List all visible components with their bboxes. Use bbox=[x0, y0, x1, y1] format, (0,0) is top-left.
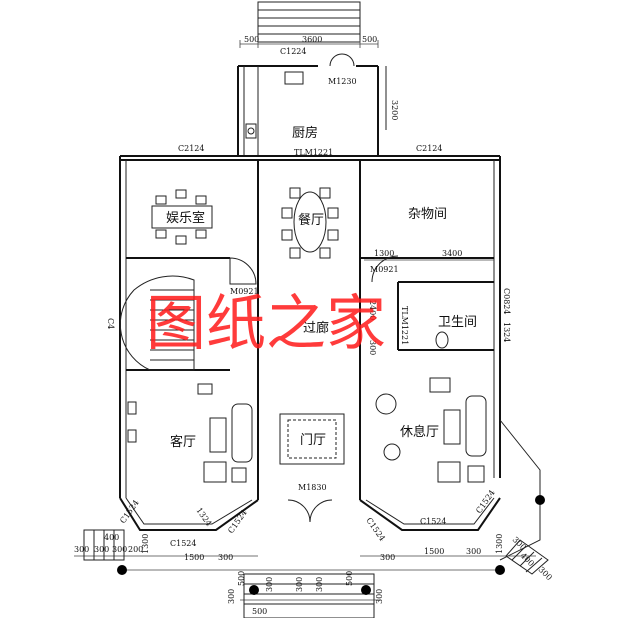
foyer-mat bbox=[279, 413, 345, 465]
room-dining: 餐厅 bbox=[298, 212, 324, 228]
code-bath-door: M0921 bbox=[370, 265, 399, 274]
room-lounge: 休息厅 bbox=[400, 424, 439, 440]
code-side-right: 1324 bbox=[502, 322, 511, 342]
dim-top-right: 500 bbox=[362, 35, 377, 44]
dim-bottom-left-5: 200 bbox=[128, 545, 143, 554]
top-dimension-line: 500 3600 500 bbox=[239, 35, 379, 48]
room-bathroom: 卫生间 bbox=[438, 315, 477, 330]
dim-bottom-left-7: 300 bbox=[218, 553, 233, 562]
watermark-text: 图纸之家 bbox=[146, 289, 386, 359]
dim-bottom-right-3: 300 bbox=[466, 547, 481, 556]
dim-bottom-right-1: 300 bbox=[380, 553, 395, 562]
code-bay-right-a: C1524 bbox=[364, 516, 387, 543]
column-dots bbox=[117, 495, 545, 595]
dim-bath-left: 1300 bbox=[374, 249, 394, 258]
dim-porch-2: 300 bbox=[265, 577, 274, 592]
room-foyer: 门厅 bbox=[300, 433, 326, 448]
dim-porch-6: 300 bbox=[227, 589, 236, 604]
dim-bottom-left-6: 1500 bbox=[184, 553, 204, 562]
code-left-side-window: C4 bbox=[106, 318, 115, 329]
dim-bath-h1: 2400 bbox=[368, 300, 377, 320]
room-storage: 杂物间 bbox=[408, 207, 447, 222]
rear-steps bbox=[257, 1, 361, 43]
code-left-window: C2124 bbox=[178, 144, 204, 153]
code-bath-sliding-door: TLM1221 bbox=[400, 306, 409, 345]
room-kitchen: 厨房 bbox=[292, 125, 318, 141]
dim-porch-7: 300 bbox=[375, 589, 384, 604]
lounge-furniture bbox=[375, 377, 487, 483]
interior-walls bbox=[126, 160, 494, 500]
left-entry-steps bbox=[83, 529, 125, 561]
dim-porch-5: 500 bbox=[345, 571, 354, 586]
dim-bottom-right-2: 1500 bbox=[424, 547, 444, 556]
door-arcs bbox=[229, 255, 399, 523]
room-corridor: 过廊 bbox=[303, 320, 329, 336]
code-side-left: 1324 bbox=[194, 506, 213, 528]
code-main-door: M1830 bbox=[298, 483, 327, 492]
staircase bbox=[119, 275, 195, 371]
dining-table bbox=[281, 187, 339, 259]
code-kitchen-window: C1224 bbox=[280, 47, 306, 56]
code-kitchen-door: M1230 bbox=[328, 77, 357, 86]
right-entry-steps bbox=[505, 539, 549, 575]
living-furniture bbox=[127, 383, 253, 483]
dim-top-left: 500 bbox=[244, 35, 259, 44]
room-entertainment: 娱乐室 bbox=[166, 210, 205, 226]
front-porch bbox=[243, 573, 375, 618]
code-bay-left-b: C1524 bbox=[226, 508, 249, 535]
dim-bottom-left-8: 1300 bbox=[141, 534, 150, 554]
code-bay-window-left: C1524 bbox=[170, 539, 196, 548]
code-bay-window-right: C1524 bbox=[420, 517, 446, 526]
code-bath-window: C0824 bbox=[502, 288, 511, 314]
dim-bottom-500: 500 bbox=[252, 607, 267, 616]
bottom-dimension-lines bbox=[74, 555, 536, 601]
dim-bath-h2: 300 bbox=[368, 340, 377, 355]
room-living: 客厅 bbox=[170, 434, 196, 450]
dim-porch-1: 500 bbox=[237, 571, 246, 586]
dim-bottom-left-2: 400 bbox=[104, 533, 119, 542]
dim-bottom-right-4: 1300 bbox=[495, 534, 504, 554]
code-ent-door: M0921 bbox=[230, 287, 259, 296]
code-kitchen-sliding-door: TLM1221 bbox=[294, 148, 333, 157]
dim-kitchen-height: 3200 bbox=[390, 100, 399, 120]
dim-porch-4: 300 bbox=[315, 577, 324, 592]
kitchen-walls bbox=[237, 53, 379, 156]
dim-bottom-left-3: 300 bbox=[94, 545, 109, 554]
dim-porch-3: 300 bbox=[295, 577, 304, 592]
dim-top-mid: 3600 bbox=[302, 35, 322, 44]
dim-bottom-left-4: 300 bbox=[112, 545, 127, 554]
dim-bottom-left-1: 300 bbox=[74, 545, 89, 554]
code-right-window: C2124 bbox=[416, 144, 442, 153]
code-bay-right-b: C1524 bbox=[474, 488, 497, 515]
entertainment-table bbox=[151, 189, 213, 245]
dim-bath-right: 3400 bbox=[442, 249, 462, 258]
